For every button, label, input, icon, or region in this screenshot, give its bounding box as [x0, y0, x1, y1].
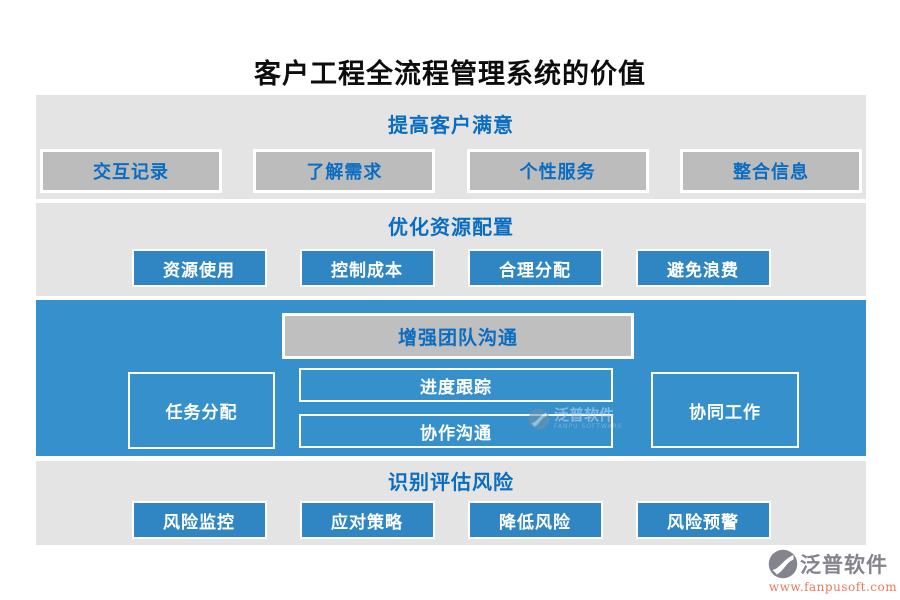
diagram-node-progress-tracking: 进度跟踪: [299, 368, 613, 402]
diagram-node-risk-monitoring: 风险监控: [131, 501, 267, 539]
risk-items-row: 风险监控 应对策略 降低风险 风险预警: [36, 501, 866, 539]
section-team-communication: 增强团队沟通 任务分配 进度跟踪 协作沟通 协同工作 泛普软件 FANPU SO…: [36, 300, 866, 456]
section-customer-satisfaction: 提高客户满意 交互记录 了解需求 个性服务 整合信息: [36, 95, 866, 199]
diagram-node-collaborative-communication: 协作沟通: [299, 414, 613, 448]
diagram-node-integrate-info: 整合信息: [679, 149, 862, 193]
section-header-risk: 识别评估风险: [388, 470, 514, 494]
section-header-resource: 优化资源配置: [388, 215, 514, 239]
fanpu-circle-logo-icon: [768, 549, 798, 579]
footer-brand-url: www.fanpusoft.com: [768, 580, 898, 594]
diagram-node-interaction-records: 交互记录: [40, 149, 222, 193]
diagram-node-personalized-service: 个性服务: [466, 149, 649, 193]
diagram-node-reasonable-allocation: 合理分配: [467, 249, 603, 287]
section-risk-assessment: 识别评估风险 风险监控 应对策略 降低风险 风险预警: [36, 461, 866, 545]
resource-items-row: 资源使用 控制成本 合理分配 避免浪费: [36, 249, 866, 287]
fanpu-footer-logo: 泛普软件 www.fanpusoft.com: [768, 549, 898, 594]
diagram-node-understand-needs: 了解需求: [253, 149, 436, 193]
diagram-node-risk-warning: 风险预警: [635, 501, 771, 539]
diagram-node-risk-reduction: 降低风险: [467, 501, 603, 539]
customer-items-row: 交互记录 了解需求 个性服务 整合信息: [36, 149, 866, 193]
footer-brand-name: 泛普软件: [800, 553, 888, 577]
diagram-node-task-assignment: 任务分配: [128, 372, 275, 449]
diagram-node-collaborative-work: 协同工作: [651, 372, 799, 448]
section-header-customer: 提高客户满意: [388, 113, 514, 137]
diagram-node-resource-usage: 资源使用: [131, 249, 267, 287]
diagram-node-cost-control: 控制成本: [299, 249, 435, 287]
section-header-team: 增强团队沟通: [282, 313, 634, 359]
page-title: 客户工程全流程管理系统的价值: [254, 59, 646, 90]
diagram-node-avoid-waste: 避免浪费: [635, 249, 771, 287]
section-resource-allocation: 优化资源配置 资源使用 控制成本 合理分配 避免浪费: [36, 203, 866, 296]
diagram-node-response-strategy: 应对策略: [299, 501, 435, 539]
